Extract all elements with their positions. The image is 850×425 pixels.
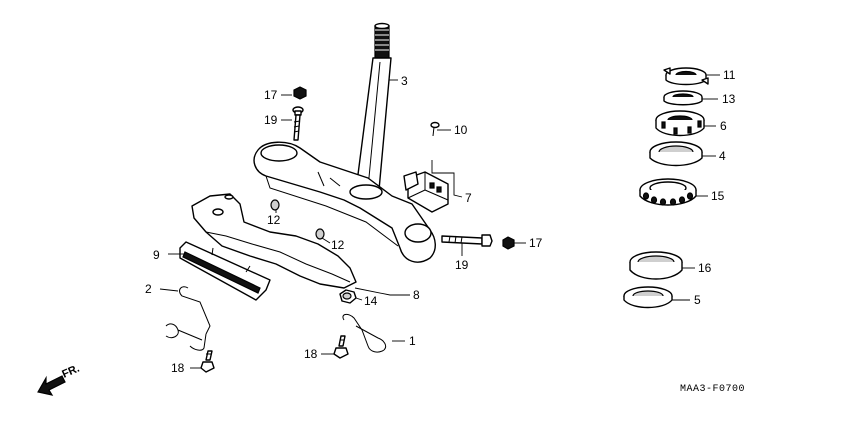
callout-15: 15 <box>711 189 725 203</box>
diagram-code: MAA3-F0700 <box>680 384 745 395</box>
callout-13: 13 <box>722 92 736 106</box>
callout-6: 6 <box>720 119 727 133</box>
callout-12-left: 12 <box>267 213 281 227</box>
nut-14 <box>339 289 357 304</box>
nut-17-right <box>502 236 515 250</box>
callout-11: 11 <box>723 68 736 82</box>
screw-10 <box>430 121 440 137</box>
callout-19-right: 19 <box>455 258 469 272</box>
guard-8 <box>191 193 357 289</box>
callout-18-right: 18 <box>304 347 318 361</box>
lock-washer-11 <box>663 67 709 86</box>
front-direction-arrow: FR. <box>37 363 81 396</box>
bolt-18-left <box>200 350 215 373</box>
steering-stem <box>355 22 392 191</box>
callout-1: 1 <box>409 334 416 348</box>
lock-nut-6 <box>655 110 705 137</box>
callout-16: 16 <box>698 261 712 275</box>
callout-17-right: 17 <box>529 236 543 250</box>
wire-clip-1 <box>342 313 387 353</box>
stem-thread <box>374 25 390 59</box>
stem-tube <box>355 57 392 191</box>
callout-2: 2 <box>145 282 152 296</box>
callout-8: 8 <box>413 288 420 302</box>
wire-clip-2 <box>165 286 211 351</box>
leader-lines <box>159 74 720 369</box>
bolt-18-right <box>333 335 349 359</box>
race-4 <box>649 141 703 167</box>
bearing-15 <box>639 178 697 206</box>
nut-17-top <box>293 86 307 100</box>
callout-5: 5 <box>694 293 701 307</box>
callout-7: 7 <box>465 191 472 205</box>
washer-13 <box>663 90 703 106</box>
callout-18-left: 18 <box>171 361 185 375</box>
callout-9: 9 <box>153 248 160 262</box>
callout-4: 4 <box>719 149 726 163</box>
callout-10: 10 <box>454 123 468 137</box>
callout-12-right: 12 <box>331 238 345 252</box>
callout-3: 3 <box>401 74 408 88</box>
front-label: FR. <box>60 363 81 381</box>
bearing-16 <box>629 251 683 280</box>
callout-19-top: 19 <box>264 113 278 127</box>
grommet-12a <box>270 199 280 211</box>
callout-14: 14 <box>364 294 378 308</box>
bolt-19-top <box>292 106 304 141</box>
bottom-bridge <box>253 141 436 263</box>
seal-5 <box>623 286 673 309</box>
bolt-19-right <box>441 234 493 247</box>
connector-7 <box>403 171 449 213</box>
strip-9 <box>179 241 271 301</box>
callout-17-top: 17 <box>264 88 278 102</box>
grommet-12b <box>315 228 325 240</box>
callouts: 3 17 19 10 7 12 12 9 8 14 2 1 18 18 19 1… <box>145 68 736 375</box>
